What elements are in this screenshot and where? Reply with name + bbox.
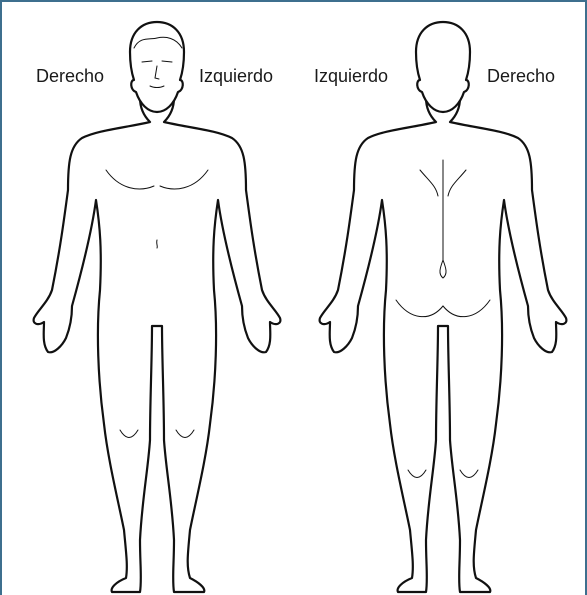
back-left-label: Izquierdo bbox=[314, 66, 388, 86]
front-body-outline bbox=[34, 98, 281, 592]
back-figure bbox=[320, 22, 567, 592]
front-figure bbox=[34, 22, 281, 592]
front-right-label: Derecho bbox=[36, 66, 104, 86]
back-head bbox=[416, 22, 470, 112]
front-left-label: Izquierdo bbox=[199, 66, 273, 86]
back-right-label: Derecho bbox=[487, 66, 555, 86]
